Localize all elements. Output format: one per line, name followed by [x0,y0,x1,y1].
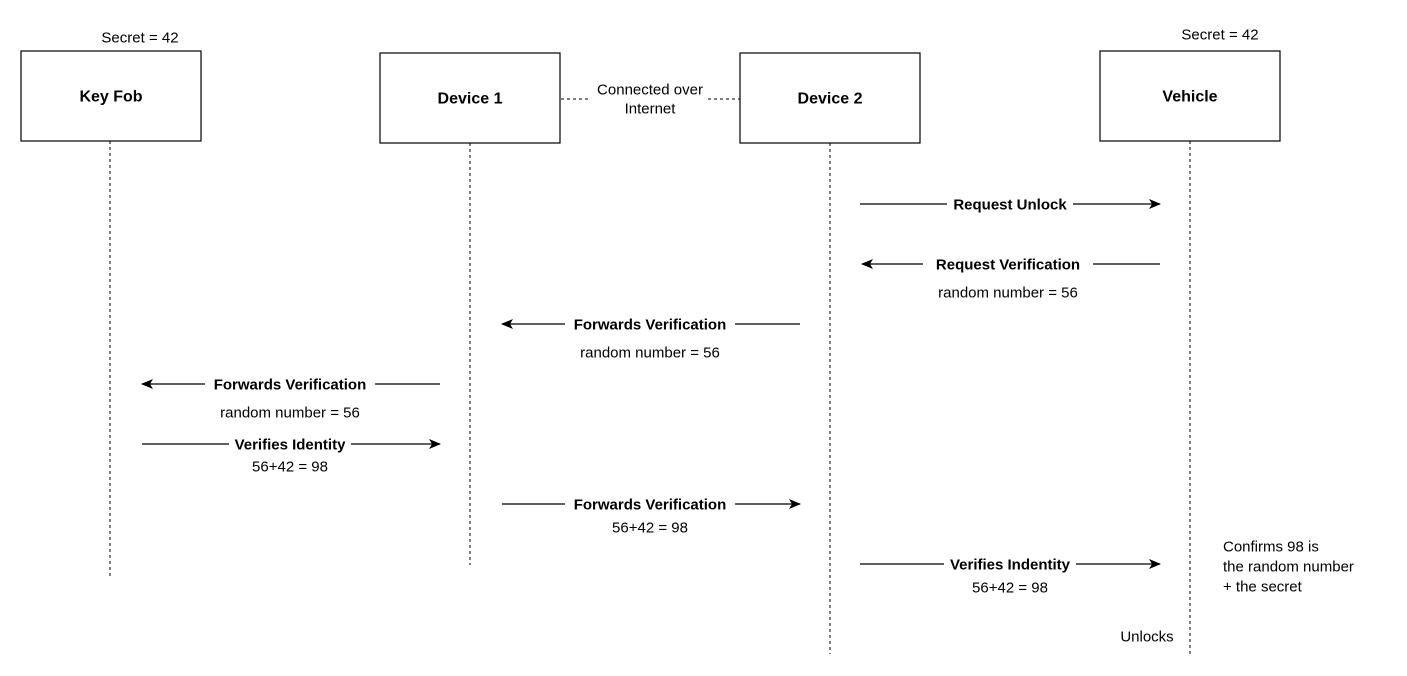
unlocks-label: Unlocks [1120,629,1173,646]
device2-box: Device 2 [739,52,921,144]
message-5: Verifies Identity 56+42 = 98 [142,435,441,476]
device1-box: Device 1 [379,52,561,144]
message-4: Forwards Verification random number = 56 [141,375,440,422]
message-3-sublabel: random number = 56 [580,345,720,362]
message-3-label: Forwards Verification [574,317,727,334]
message-7-label: Verifies Indentity [950,557,1071,574]
device2-label: Device 2 [798,91,863,108]
message-2: Request Verification random number = 56 [861,255,1160,302]
message-3: Forwards Verification random number = 56 [501,315,800,362]
vehicle-note-line1: Confirms 98 is [1223,539,1319,556]
vehicle-box: Vehicle [1099,50,1281,142]
message-3-label-bg [565,315,735,333]
message-2-label: Request Verification [936,257,1080,274]
message-1: Request Unlock [860,195,1161,214]
keyfob-secret-label: Secret = 42 [101,30,178,47]
vehicle-secret-label: Secret = 42 [1181,27,1258,44]
message-6-label-bg [565,495,735,513]
message-2-sublabel: random number = 56 [938,285,1078,302]
message-4-label-bg [205,375,375,393]
keyfob-box: Key Fob [20,50,202,142]
message-7-sublabel: 56+42 = 98 [972,580,1048,597]
message-6-sublabel: 56+42 = 98 [612,520,688,537]
message-5-label: Verifies Identity [235,437,347,454]
connection-label-line1: Connected over [597,82,703,99]
message-7-label-bg [944,555,1076,573]
vehicle-note-line3: + the secret [1223,579,1303,596]
connection-label-line2: Internet [625,101,677,118]
message-5-sublabel: 56+42 = 98 [252,459,328,476]
message-6-label: Forwards Verification [574,497,727,514]
vehicle-note-line2: the random number [1223,559,1354,576]
message-1-label: Request Unlock [953,197,1067,214]
message-6: Forwards Verification 56+42 = 98 [502,495,801,537]
message-4-label: Forwards Verification [214,377,367,394]
message-7: Verifies Indentity 56+42 = 98 [860,555,1161,597]
message-4-sublabel: random number = 56 [220,405,360,422]
vehicle-label: Vehicle [1162,89,1217,106]
message-1-label-bg [947,195,1073,213]
keyfob-label: Key Fob [79,89,142,106]
message-2-label-bg [923,255,1093,273]
message-5-label-bg [229,435,351,453]
device1-label: Device 1 [438,91,503,108]
